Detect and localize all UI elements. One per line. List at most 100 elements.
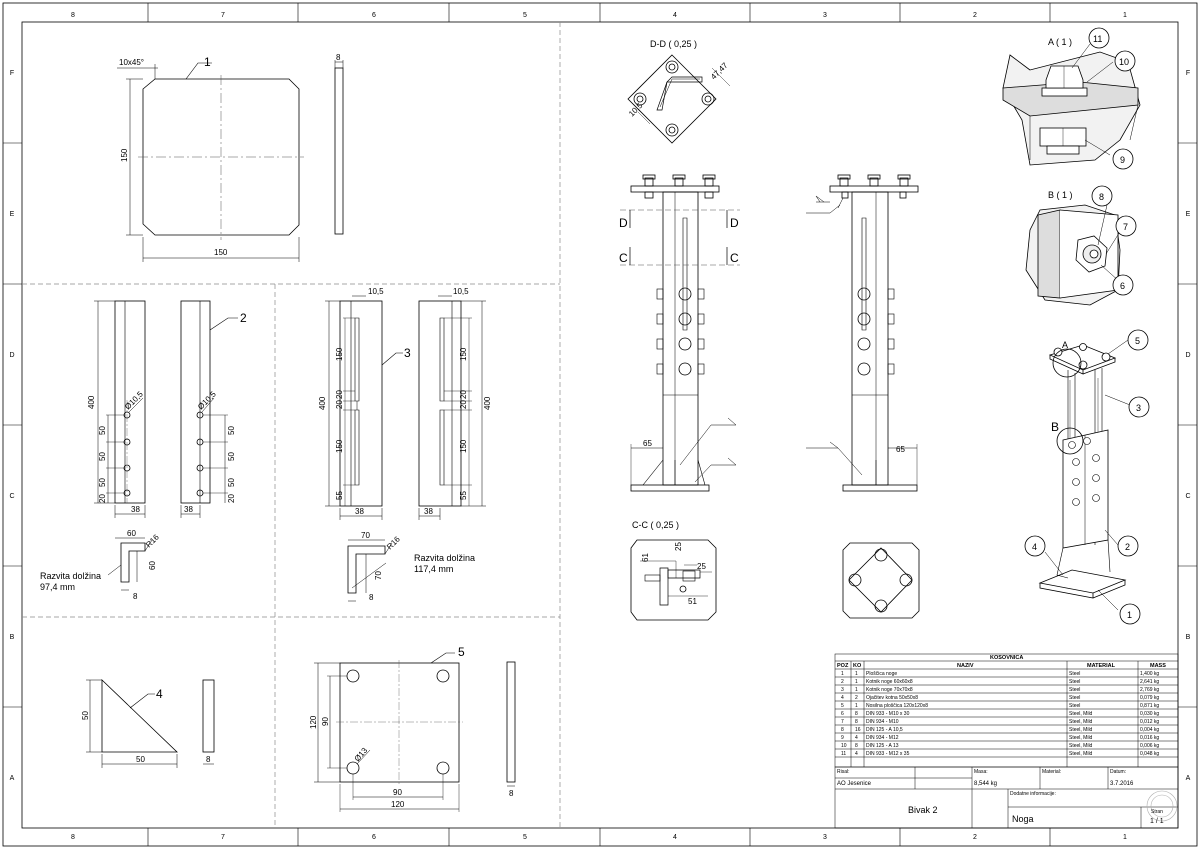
part4-balloon: 4 <box>156 687 163 701</box>
section-c-marker: C <box>730 251 739 265</box>
zone-row-label: E <box>1186 211 1191 218</box>
bom-cell-mass: 0,030 kg <box>1140 711 1159 717</box>
bom-cell-material: Steel, Mild <box>1069 719 1093 725</box>
bom-cell-naziv: DIN 934 - M10 <box>866 719 899 725</box>
detail-a-title: A ( 1 ) <box>1048 37 1072 47</box>
section-dd-dim: 47,47 <box>709 61 730 82</box>
zone-col-label: 2 <box>973 834 977 841</box>
bom-cell-material: Steel, Mild <box>1069 735 1093 741</box>
part2-end-dim: 20 <box>98 494 107 503</box>
zone-col-label: 7 <box>221 12 225 19</box>
zone-row-label: F <box>10 70 14 77</box>
bom-cell-ko: 8 <box>855 743 858 749</box>
zone-col-label: 4 <box>673 12 677 19</box>
bom-cell-poz: 3 <box>841 687 844 693</box>
zone-row-label: A <box>1186 775 1191 782</box>
part1-plate-view: 10x45° 150 150 1 8 <box>117 53 344 262</box>
part3-flange-width-dim: 38 <box>424 507 433 516</box>
bom-cell-material: Steel <box>1069 671 1080 677</box>
part3-width-dim: 10,5 <box>453 287 469 296</box>
bom-cell-ko: 16 <box>855 727 861 733</box>
section-dd-title: D-D ( 0,25 ) <box>650 39 697 49</box>
detail-b-balloon-8: 8 <box>1099 192 1104 202</box>
part3-developed-label: Razvita dolžina <box>414 553 475 563</box>
part2-balloon: 2 <box>240 311 247 325</box>
iso-detail-a-marker: A <box>1062 340 1068 350</box>
bom-cell-mass: 0,048 kg <box>1140 751 1159 757</box>
part5-plate-view: 120 90 90 120 Ø13 8 5 <box>309 645 516 812</box>
part1-chamfer-dim: 10x45° <box>119 58 144 67</box>
part5-height-dim: 120 <box>309 715 318 729</box>
zone-row-label: D <box>1185 352 1190 359</box>
section-cc-dim: 61 <box>641 553 650 562</box>
part2-hole-dim: Ø10,5 <box>196 389 218 411</box>
bom-cell-poz: 7 <box>841 719 844 725</box>
bom-cell-naziv: Ojačitev kotna 50x50x8 <box>866 695 918 701</box>
bom-cell-mass: 0,004 kg <box>1140 727 1159 733</box>
bom-cell-mass: 1,400 kg <box>1140 671 1159 677</box>
title-block <box>834 766 1179 829</box>
bom-cell-ko: 8 <box>855 711 858 717</box>
bom-cell-material: Steel, Mild <box>1069 751 1093 757</box>
bom-cell-naziv: Kotnik noge 70x70x8 <box>866 687 913 693</box>
part3-leg-dim: 70 <box>374 571 383 580</box>
bom-cell-poz: 5 <box>841 703 844 709</box>
section-cc-title: C-C ( 0,25 ) <box>632 520 679 530</box>
titleblock-masa-label: Masa: <box>974 769 988 775</box>
bom-cell-naziv: DIN 933 - M12 x 35 <box>866 751 910 757</box>
bom-cell-material: Steel, Mild <box>1069 743 1093 749</box>
part3-length-dim: 400 <box>483 396 492 410</box>
section-cc-dim: 25 <box>674 542 683 551</box>
zone-col-label: 5 <box>523 12 527 19</box>
bom-cell-material: Steel, Mild <box>1069 727 1093 733</box>
part3-slot-dim: 150 <box>335 439 344 453</box>
titleblock-project: Bivak 2 <box>908 805 938 815</box>
bom-cell-material: Steel <box>1069 695 1080 701</box>
part3-gap-dim: 20 <box>459 400 468 409</box>
zone-row-label: B <box>10 634 15 641</box>
side-width-dim: 65 <box>896 445 905 454</box>
titleblock-datum: 3.7.2016 <box>1110 781 1134 787</box>
zone-col-label: 3 <box>823 834 827 841</box>
part4-gusset-view: 50 50 8 4 <box>81 679 215 768</box>
part2-flange-dim: 60 <box>127 529 136 538</box>
bom-cell-material: Steel, Mild <box>1069 711 1093 717</box>
bom-cell-ko: 2 <box>855 695 858 701</box>
bom-cell-naziv: Ploščica noge <box>866 671 897 677</box>
part2-width-dim: 38 <box>131 505 140 514</box>
bom-cell-material: Steel <box>1069 687 1080 693</box>
bom-cell-ko: 1 <box>855 703 858 709</box>
part5-hole-spacing-dim: 90 <box>393 788 402 797</box>
iso-balloon-1: 1 <box>1127 610 1132 620</box>
part2-end-dim: 20 <box>227 494 236 503</box>
zone-col-label: 6 <box>372 12 376 19</box>
titleblock-risal-label: Risal: <box>837 769 850 775</box>
side-assembly-view: 65 <box>806 174 919 492</box>
part1-thickness-dim: 8 <box>336 53 341 62</box>
part3-radius-dim: R16 <box>385 534 402 551</box>
zone-col-label: 1 <box>1123 12 1127 19</box>
part2-spacing-dim: 50 <box>227 426 236 435</box>
part3-thickness-dim: 8 <box>369 593 374 602</box>
bom-cell-ko: 8 <box>855 719 858 725</box>
zone-row-label: A <box>10 775 15 782</box>
bom-cell-mass: 0,012 kg <box>1140 719 1159 725</box>
bom-cell-ko: 4 <box>855 735 858 741</box>
zone-col-label: 6 <box>372 834 376 841</box>
part3-gap-dim: 20 <box>459 390 468 399</box>
part5-hole-dim: Ø13 <box>353 745 370 763</box>
iso-balloon-3: 3 <box>1136 403 1141 413</box>
part3-balloon: 3 <box>404 346 411 360</box>
iso-detail-b-marker: B <box>1051 420 1059 434</box>
part1-balloon: 1 <box>204 55 211 69</box>
zone-col-label: 8 <box>71 12 75 19</box>
bom-cell-poz: 1 <box>841 671 844 677</box>
iso-balloon-2: 2 <box>1125 542 1130 552</box>
detail-a-balloon-10: 10 <box>1119 57 1129 67</box>
bom-cell-mass: 0,871 kg <box>1140 703 1159 709</box>
bom-header-mass: MASS <box>1150 663 1166 669</box>
part3-angle-view: 10,5 400 150 20 20 150 55 38 3 10,5 400 … <box>318 287 492 602</box>
titleblock-datum-label: Datum: <box>1110 769 1126 775</box>
part2-length-dim: 400 <box>87 395 96 409</box>
bom-cell-poz: 11 <box>841 751 846 757</box>
